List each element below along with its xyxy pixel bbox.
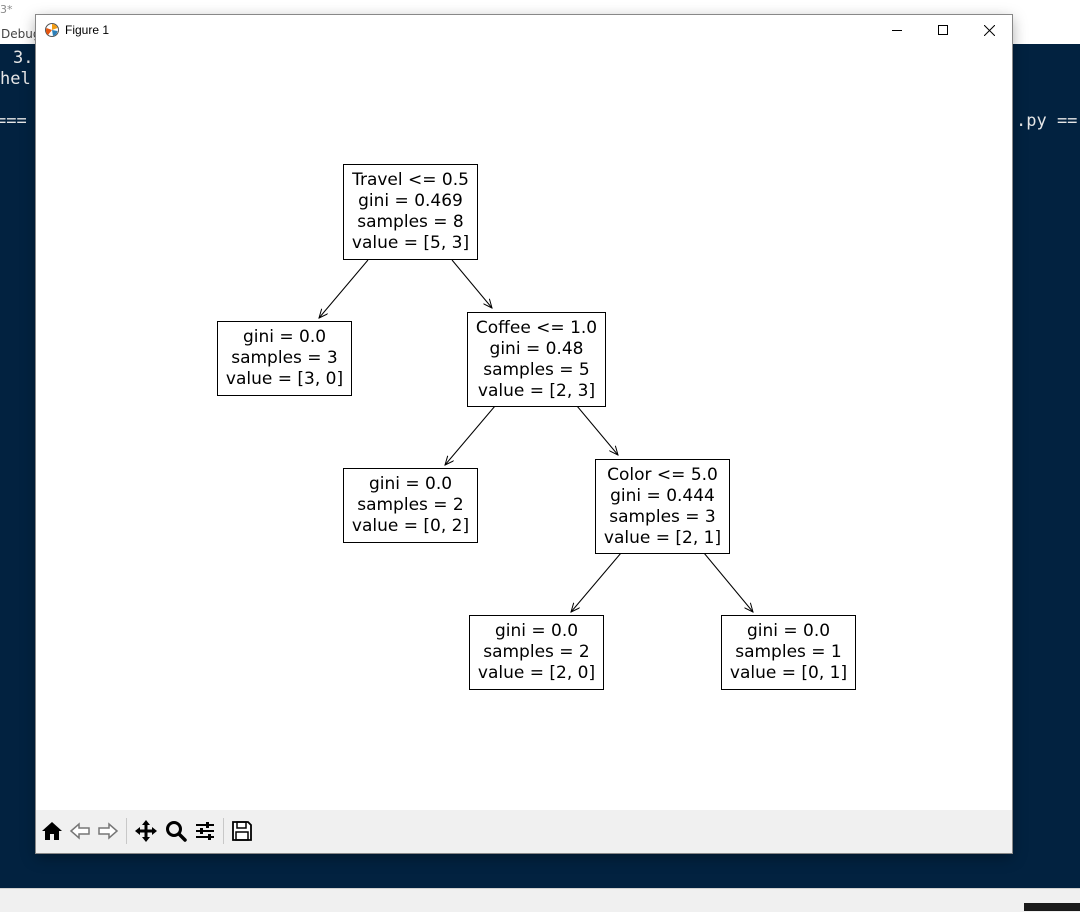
node-line: Color <= 5.0	[607, 464, 718, 485]
subplots-button[interactable]	[192, 818, 218, 844]
node-line: samples = 8	[357, 212, 464, 232]
tree-edge	[451, 259, 492, 308]
navigation-toolbar	[36, 810, 1012, 853]
tree-node-leaf: gini = 0.0 samples = 3 value = [3, 0]	[217, 321, 352, 396]
background-code-line: .py ==	[1016, 111, 1078, 131]
tree-node-leaf: gini = 0.0 samples = 2 value = [2, 0]	[469, 615, 604, 690]
tree-node-split-color: Color <= 5.0 gini = 0.444 samples = 3 va…	[595, 459, 730, 554]
background-code-line: ===	[0, 111, 27, 131]
background-code-line: hel	[0, 69, 31, 89]
close-icon	[983, 24, 995, 36]
figure-canvas[interactable]: Travel <= 0.5 gini = 0.469 samples = 8 v…	[36, 45, 1012, 810]
node-line: value = [0, 1]	[729, 663, 848, 683]
node-line: Travel <= 0.5	[352, 170, 469, 190]
tree-node-root: Travel <= 0.5 gini = 0.469 samples = 8 v…	[343, 164, 478, 260]
sliders-icon	[196, 822, 214, 840]
matplotlib-app-icon	[45, 23, 59, 37]
node-line: samples = 3	[609, 506, 716, 527]
node-line: value = [2, 1]	[603, 527, 722, 548]
tree-edges	[36, 259, 1012, 810]
home-icon	[42, 822, 62, 840]
node-line: gini = 0.0	[746, 621, 831, 641]
toolbar-separator	[223, 818, 224, 844]
node-line: gini = 0.0	[242, 327, 327, 347]
background-code-line: 3.	[13, 48, 34, 68]
pan-button[interactable]	[133, 818, 159, 844]
background-menu-debug[interactable]: Debug	[1, 27, 41, 41]
node-line: value = [2, 0]	[477, 663, 596, 683]
tree-node-leaf: gini = 0.0 samples = 1 value = [0, 1]	[721, 615, 856, 690]
node-line: value = [0, 2]	[351, 516, 470, 536]
background-title-fragment: 3*	[0, 3, 13, 16]
background-statusbar	[0, 888, 1080, 912]
back-arrow-icon	[69, 822, 90, 840]
tree-edge	[576, 405, 618, 455]
minimize-button[interactable]	[874, 15, 920, 45]
maximize-button[interactable]	[920, 15, 966, 45]
tree-edge	[571, 552, 622, 612]
back-button[interactable]	[67, 818, 93, 844]
node-line: value = [5, 3]	[351, 233, 470, 253]
window-titlebar[interactable]: Figure 1	[36, 15, 1012, 45]
home-button[interactable]	[39, 818, 65, 844]
window-title: Figure 1	[65, 23, 110, 37]
node-line: samples = 2	[483, 642, 590, 662]
node-line: value = [2, 3]	[477, 380, 596, 401]
forward-arrow-icon	[98, 822, 119, 840]
node-line: value = [3, 0]	[225, 369, 344, 389]
move-icon	[135, 820, 157, 842]
tree-edge	[445, 405, 496, 465]
node-line: samples = 1	[735, 642, 842, 662]
node-line: samples = 3	[231, 348, 338, 368]
tree-edge	[703, 552, 753, 612]
node-line: gini = 0.444	[610, 485, 715, 506]
node-line: gini = 0.469	[358, 191, 463, 211]
close-button[interactable]	[966, 15, 1012, 45]
node-line: gini = 0.0	[494, 621, 579, 641]
zoom-button[interactable]	[163, 818, 189, 844]
background-status-fragment	[1024, 903, 1080, 911]
zoom-icon	[166, 821, 187, 842]
minimize-icon	[892, 30, 902, 31]
node-line: gini = 0.0	[368, 474, 453, 494]
node-line: samples = 5	[483, 359, 590, 380]
maximize-icon	[938, 25, 948, 35]
forward-button[interactable]	[95, 818, 121, 844]
tree-edge	[319, 259, 369, 318]
save-icon	[232, 821, 252, 841]
tree-node-split-coffee: Coffee <= 1.0 gini = 0.48 samples = 5 va…	[467, 312, 606, 407]
node-line: gini = 0.48	[489, 338, 584, 359]
toolbar-separator	[126, 818, 127, 844]
figure-window: Figure 1 Travel <= 0.5 gini =	[36, 15, 1012, 853]
tree-node-leaf: gini = 0.0 samples = 2 value = [0, 2]	[343, 468, 478, 543]
node-line: samples = 2	[357, 495, 464, 515]
node-line: Coffee <= 1.0	[475, 317, 598, 338]
save-button[interactable]	[229, 818, 255, 844]
